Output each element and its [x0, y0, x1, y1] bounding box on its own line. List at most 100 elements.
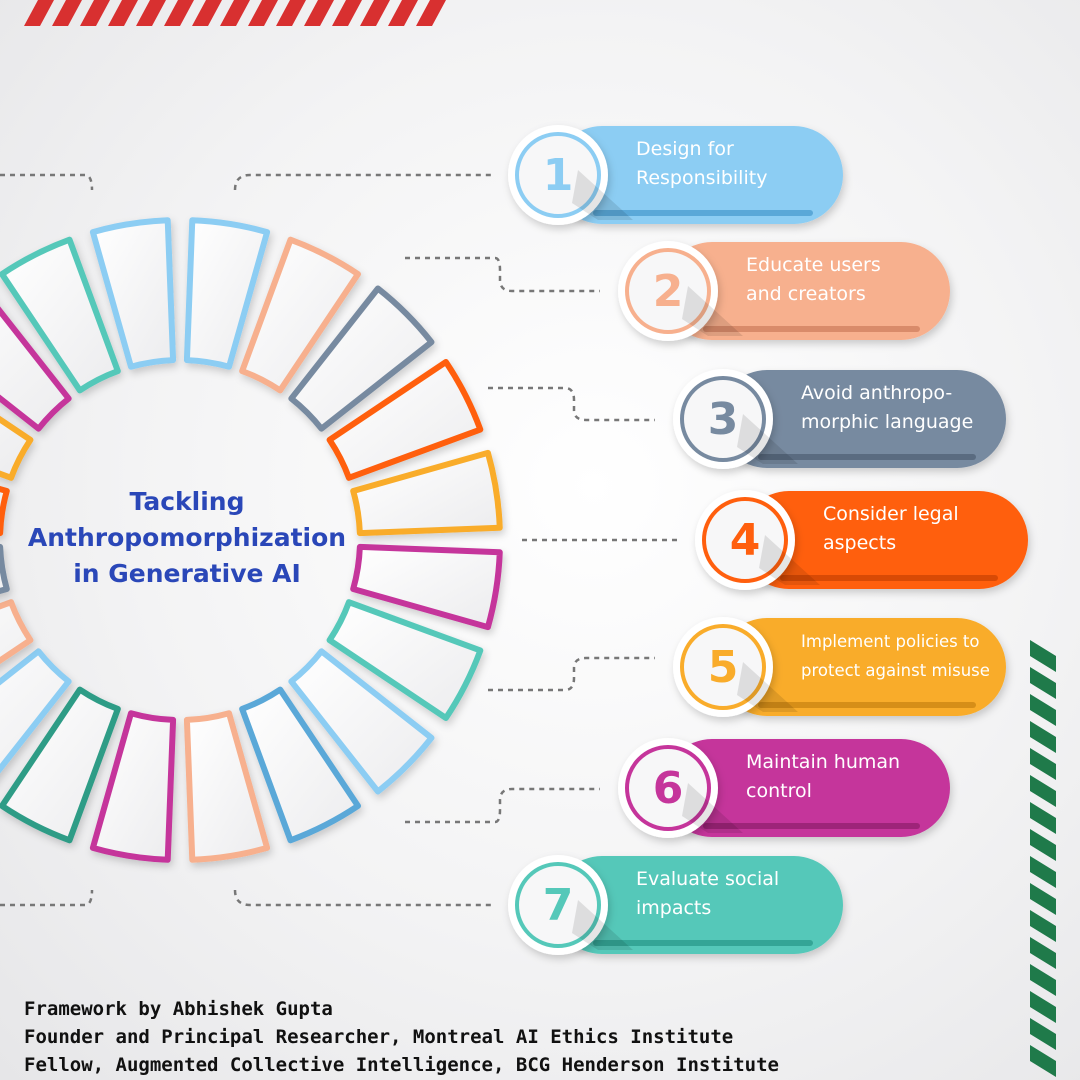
ring-segment [0, 485, 10, 537]
step-badge-shadow [737, 662, 798, 712]
step-label-line-1: Design for [636, 138, 734, 160]
step-underline [593, 940, 813, 946]
title-line-1: Tackling [129, 487, 245, 516]
green-stripe [1030, 1018, 1056, 1050]
title-line-3: in Generative AI [73, 559, 301, 588]
step-number: 6 [653, 763, 684, 814]
step-underline [593, 210, 813, 216]
green-stripe [1030, 964, 1056, 996]
connector-line [405, 787, 600, 824]
red-stripe [248, 0, 278, 26]
step-badge-ring [515, 132, 601, 218]
connector-line [233, 173, 495, 191]
green-stripe [1030, 775, 1056, 807]
green-stripe [1030, 1045, 1056, 1077]
step-pill [718, 370, 1006, 468]
green-stripe [1030, 910, 1056, 942]
step-badge-ring [702, 497, 788, 583]
step-label-line-1: Implement policies to [801, 632, 980, 651]
step-label-line-2: aspects [823, 532, 896, 554]
connector-line [0, 889, 94, 907]
green-stripe [1030, 721, 1056, 753]
step-badge-shadow [682, 783, 743, 833]
step-badge-ring [680, 376, 766, 462]
green-stripe [1030, 802, 1056, 834]
connector-line [488, 386, 655, 422]
footer-affiliation-1: Founder and Principal Researcher, Montre… [24, 1026, 734, 1048]
green-stripe [1030, 694, 1056, 726]
step-underline [758, 454, 976, 460]
ring-segment [0, 415, 34, 481]
step-underline [758, 702, 976, 708]
ring-segment [350, 543, 503, 631]
green-stripe [1030, 883, 1056, 915]
step-pill [740, 491, 1028, 589]
green-stripe [1030, 991, 1056, 1023]
red-stripe [304, 0, 334, 26]
step-badge-ring [625, 248, 711, 334]
step-pill [553, 126, 843, 224]
ring-segment [89, 710, 177, 863]
connector-line [405, 256, 600, 293]
red-stripe [136, 0, 166, 26]
red-stripe [52, 0, 82, 26]
red-stripe [332, 0, 362, 26]
decorative-stripes [24, 0, 1056, 1077]
step-label-line-2: control [746, 780, 812, 802]
green-stripe [1030, 640, 1056, 672]
segmented-ring [0, 217, 503, 863]
step-2: 2 Educate users and creators [618, 241, 950, 341]
footer-affiliation-2: Fellow, Augmented Collective Intelligenc… [24, 1054, 779, 1076]
ring-segment [288, 648, 435, 795]
connector-line [233, 889, 495, 907]
ring-segment [183, 710, 271, 863]
step-pill [663, 242, 950, 340]
step-badge-shadow [759, 535, 820, 585]
step-number: 3 [708, 394, 739, 445]
step-label-line-2: protect against misuse [801, 661, 990, 680]
red-stripe [220, 0, 250, 26]
green-stripe [1030, 829, 1056, 861]
diagram-title: Tackling Anthropomorphization in Generat… [12, 484, 362, 592]
ring-segment [326, 358, 484, 481]
connector-line [488, 656, 655, 692]
step-label-line-2: and creators [746, 283, 866, 305]
step-label-line-1: Evaluate social [636, 868, 779, 890]
red-stripe [164, 0, 194, 26]
red-stripe [360, 0, 390, 26]
ring-segment [0, 648, 72, 774]
step-badge-ring [625, 745, 711, 831]
ring-segment [0, 599, 34, 665]
connector-lines [0, 173, 680, 907]
ring-segment [89, 217, 177, 370]
step-pill [718, 618, 1006, 716]
green-stripe [1030, 937, 1056, 969]
ring-segment [183, 217, 271, 370]
red-stripe [276, 0, 306, 26]
step-underline [703, 823, 920, 829]
ring-segment [0, 236, 121, 394]
step-label-line-1: Educate users [746, 254, 881, 276]
step-underline [703, 326, 920, 332]
step-badge-shadow [572, 900, 633, 950]
step-number: 2 [653, 266, 684, 317]
step-pill [553, 856, 843, 954]
ring-segment [239, 236, 362, 394]
step-number: 7 [543, 880, 574, 931]
ring-segment [0, 686, 121, 844]
ring-segment [0, 543, 10, 595]
step-badge-ring [515, 862, 601, 948]
step-number: 5 [708, 642, 739, 693]
step-number: 1 [543, 150, 574, 201]
step-badge-ring [680, 624, 766, 710]
red-stripe [388, 0, 418, 26]
step-label-line-2: Responsibility [636, 167, 767, 189]
red-stripe [80, 0, 110, 26]
red-stripe-band [24, 0, 446, 26]
ring-segment [350, 449, 503, 537]
